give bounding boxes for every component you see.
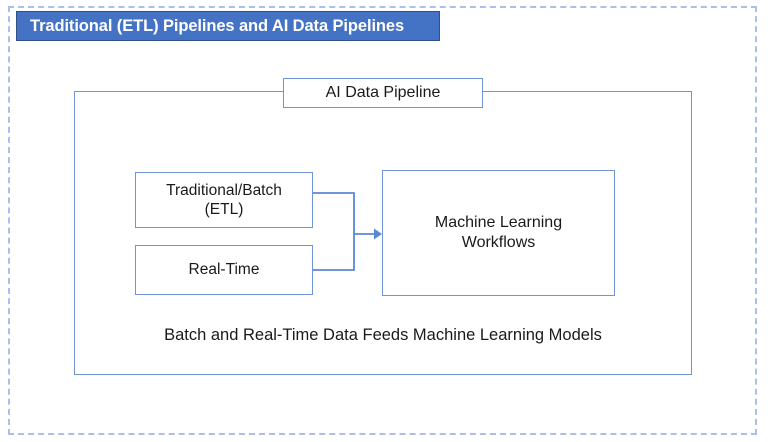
page-title: Traditional (ETL) Pipelines and AI Data …: [30, 16, 405, 35]
node-ml-line-2: Workflows: [461, 234, 536, 251]
node-realtime-line-1: Real-Time: [188, 261, 260, 279]
slide-title-bar: Traditional (ETL) Pipelines and AI Data …: [16, 11, 440, 41]
node-real-time: Real-Time: [135, 245, 313, 295]
node-machine-learning-workflows: Machine Learning Workflows: [382, 170, 615, 296]
container-label-text: AI Data Pipeline: [325, 84, 441, 101]
container-label-ai-data-pipeline: AI Data Pipeline: [283, 78, 483, 108]
node-etl-line-2: (ETL): [204, 201, 244, 218]
diagram-caption: Batch and Real-Time Data Feeds Machine L…: [164, 326, 602, 344]
node-ml-line-1: Machine Learning: [434, 214, 563, 231]
node-etl-line-1: Traditional/Batch: [166, 181, 282, 199]
node-traditional-batch-etl: Traditional/Batch (ETL): [135, 172, 313, 228]
